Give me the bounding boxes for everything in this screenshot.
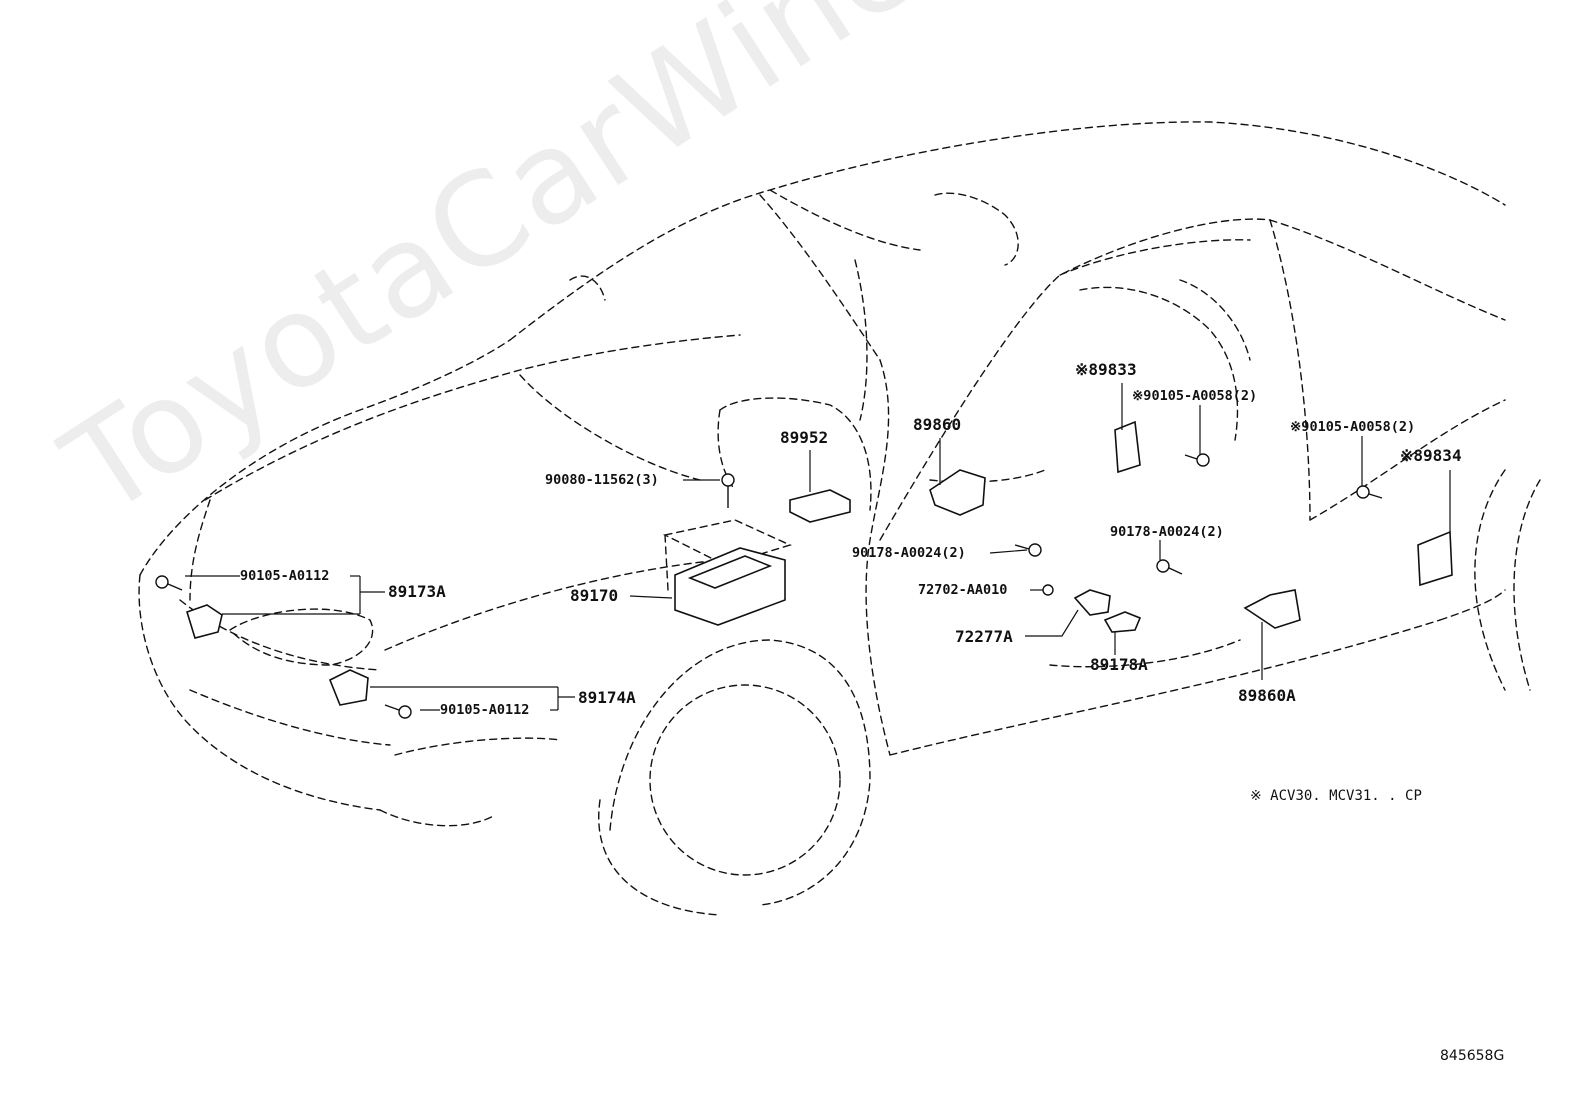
- label-90178-a0024-right: 90178-A0024(2): [1110, 524, 1224, 540]
- label-89860: 89860: [913, 415, 962, 434]
- label-89860a: 89860A: [1238, 686, 1296, 705]
- bolt-shapes: [155, 453, 1383, 719]
- label-90105-a0058-right: ※90105-A0058(2): [1290, 419, 1416, 435]
- component-shapes: [186, 420, 1453, 706]
- part-89860: [929, 469, 986, 516]
- part-89952: [789, 489, 851, 523]
- label-90080-11562: 90080-11562(3): [545, 472, 659, 488]
- label-72702-aa010: 72702-AA010: [918, 582, 1008, 598]
- label-90178-a0024-left: 90178-A0024(2): [852, 545, 966, 561]
- airbag-ecu-89170: [674, 547, 786, 626]
- part-89173a: [186, 604, 223, 639]
- label-89174a: 89174A: [578, 688, 636, 707]
- part-89174a: [328, 669, 369, 706]
- part-89833: [1114, 420, 1141, 474]
- label-72277a: 72277A: [955, 627, 1013, 646]
- label-89178a: 89178A: [1090, 655, 1148, 674]
- label-89173a: 89173A: [388, 582, 446, 601]
- part-89178a: [1103, 611, 1142, 633]
- part-72277a: [1073, 589, 1111, 616]
- label-89834: ※89834: [1400, 446, 1462, 465]
- label-90105-a0112-upper: 90105-A0112: [240, 568, 330, 584]
- label-90105-a0058-upper: ※90105-A0058(2): [1132, 388, 1258, 404]
- model-footnote: ※ ACV30. MCV31. . CP: [1250, 788, 1422, 804]
- label-89952: 89952: [780, 428, 829, 447]
- label-89833: ※89833: [1075, 360, 1137, 379]
- drawing-code: 845658G: [1440, 1048, 1505, 1064]
- part-89860a: [1243, 589, 1301, 629]
- part-89834: [1417, 530, 1453, 587]
- label-90105-a0112-lower: 90105-A0112: [440, 702, 530, 718]
- label-89170: 89170: [570, 586, 619, 605]
- leader-lines: [185, 383, 1451, 711]
